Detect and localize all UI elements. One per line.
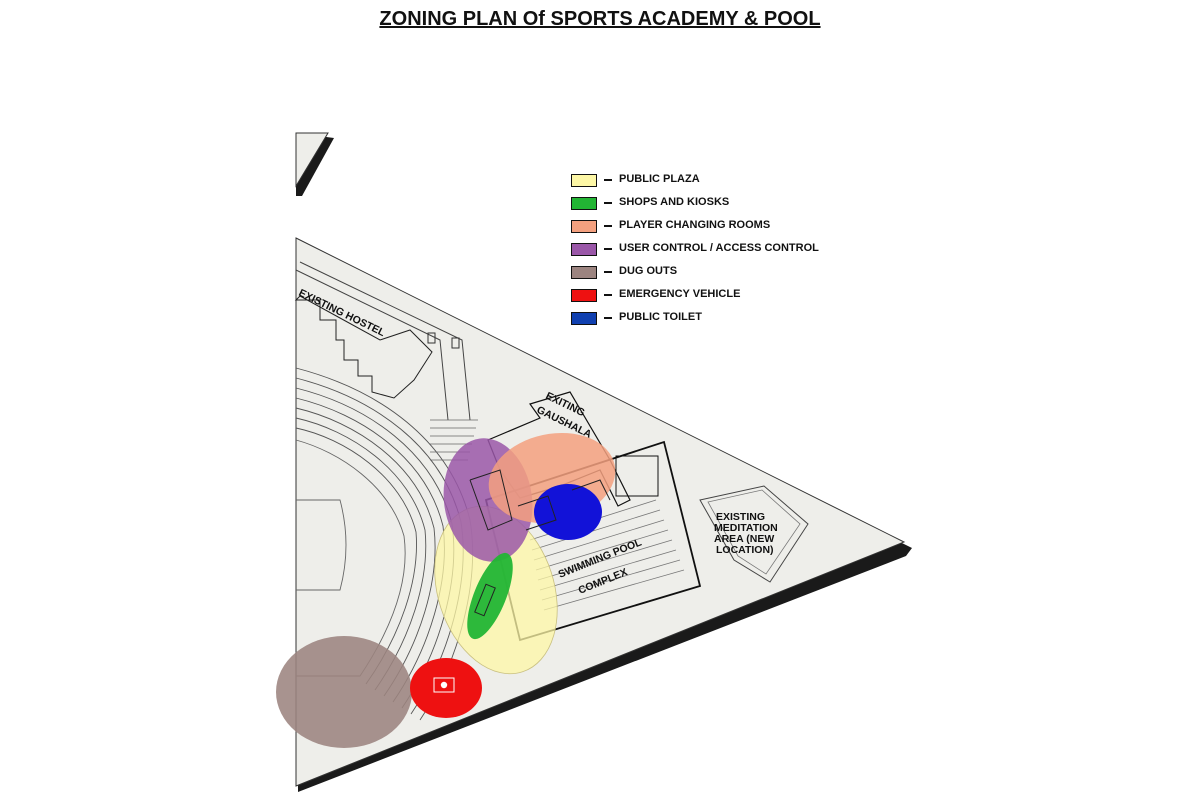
legend-label: SHOPS AND KIOSKS <box>619 196 730 208</box>
emergency-cross-icon <box>440 681 448 689</box>
zone-shops-kiosks <box>467 552 513 640</box>
legend-label: PUBLIC PLAZA <box>619 173 700 185</box>
hostel-annex <box>427 332 436 344</box>
existing-hostel-outline <box>294 295 433 399</box>
hostel-annex-2 <box>451 337 460 349</box>
legend-dash <box>604 225 612 227</box>
label-meditation-4: LOCATION) <box>716 544 774 556</box>
playing-field <box>295 439 406 677</box>
legend-dash <box>604 202 612 204</box>
legend-dash <box>604 271 612 273</box>
pool-lanes <box>529 499 685 611</box>
label-meditation-1: EXISTING <box>716 511 765 523</box>
zone-public-toilet <box>534 484 602 540</box>
legend-swatch <box>571 220 597 233</box>
legend-label: PUBLIC TOILET <box>619 311 702 323</box>
legend-swatch <box>571 243 597 256</box>
emergency-marker <box>433 677 455 693</box>
legend-label: EMERGENCY VEHICLE <box>619 288 741 300</box>
corner-plot <box>295 132 329 188</box>
legend-label: USER CONTROL / ACCESS CONTROL <box>619 242 819 254</box>
legend-swatch <box>571 266 597 279</box>
zone-emergency-vehicle <box>410 658 482 718</box>
boundary-roads <box>295 261 471 421</box>
page-title: ZONING PLAN Of SPORTS ACADEMY & POOL <box>379 8 821 30</box>
legend-swatch <box>571 289 597 302</box>
legend-dash <box>604 248 612 250</box>
service-block <box>615 455 659 497</box>
legend-swatch <box>571 197 597 210</box>
zone-dug-outs <box>276 636 412 748</box>
legend-dash <box>604 179 612 181</box>
label-meditation-3: AREA (NEW <box>714 533 774 545</box>
meditation-area-inner <box>707 489 801 575</box>
legend-dash <box>604 317 612 319</box>
legend-label: PLAYER CHANGING ROOMS <box>619 219 771 231</box>
legend-swatch <box>571 312 597 325</box>
legend-label: DUG OUTS <box>619 265 678 277</box>
meditation-area <box>699 485 809 583</box>
label-meditation-2: MEDITATION <box>714 522 778 534</box>
legend-dash <box>604 294 612 296</box>
legend-swatch <box>571 174 597 187</box>
building-details <box>469 469 611 617</box>
